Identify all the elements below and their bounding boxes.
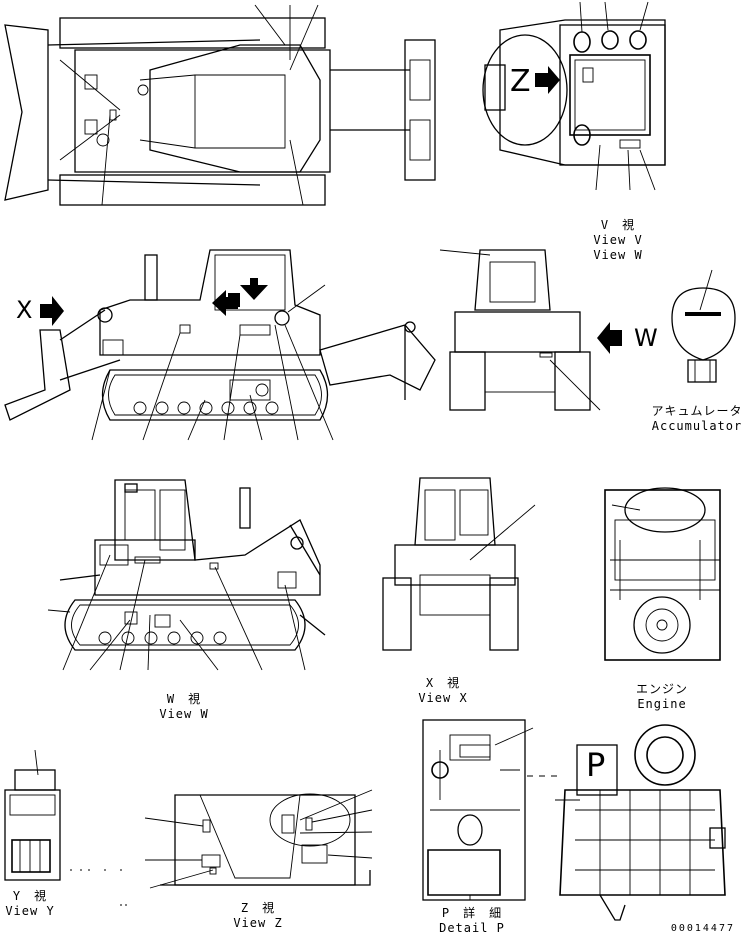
- marker-p: P: [586, 746, 606, 784]
- caption-view-z-en: View Z: [233, 916, 283, 930]
- caption-detail-p-en: Detail P: [439, 921, 505, 935]
- caption-engine: エンジン Engine: [636, 682, 688, 712]
- caption-view-y-en: View Y: [5, 904, 55, 918]
- rear-view-bulldozer: [439, 249, 622, 411]
- marker-x: X: [16, 296, 33, 324]
- caption-view-y: Y 視 View Y: [5, 889, 54, 919]
- caption-view-w: W 視 View W: [159, 692, 208, 722]
- view-z-floor: [120, 789, 373, 906]
- caption-view-x-jp: X 視: [425, 676, 461, 690]
- caption-view-z-jp: Z 視: [240, 901, 276, 915]
- caption-accumulator-jp: アキュムレータ: [651, 404, 743, 418]
- caption-accumulator: アキュムレータ Accumulator: [651, 404, 742, 434]
- caption-view-v: V 視 View V View W: [593, 218, 642, 263]
- side-view-bulldozer: [4, 249, 436, 441]
- view-v-cab-top: [482, 1, 666, 191]
- caption-engine-en: Engine: [637, 697, 687, 711]
- view-w-bulldozer: [47, 479, 326, 671]
- caption-accumulator-en: Accumulator: [651, 419, 743, 433]
- caption-view-w-en: View W: [159, 707, 209, 721]
- caption-engine-jp: エンジン: [635, 682, 689, 696]
- caption-view-x: X 視 View X: [418, 676, 467, 706]
- marker-w: W: [634, 324, 658, 352]
- caption-view-v-en: View V: [593, 233, 643, 247]
- view-x-bulldozer: [382, 477, 536, 651]
- caption-view-x-en: View X: [418, 691, 468, 705]
- engine-side-drawing: [555, 724, 726, 921]
- caption-view-w-top-en: View W: [593, 248, 643, 262]
- caption-view-y-jp: Y 視: [12, 889, 48, 903]
- track-rollers-w: [98, 631, 227, 645]
- detail-p-drawing: [422, 719, 560, 901]
- caption-detail-p: P 詳 細 Detail P: [439, 906, 505, 936]
- accumulator-drawing: [671, 269, 736, 383]
- document-number: 00014477: [670, 923, 735, 934]
- view-y-panel: [4, 749, 130, 881]
- marker-z: Z: [510, 64, 531, 99]
- engine-front-drawing: [604, 487, 721, 661]
- caption-view-v-jp: V 視: [600, 218, 636, 232]
- caption-view-z: Z 視 View Z: [233, 901, 282, 931]
- caption-detail-p-jp: P 詳 細: [441, 906, 503, 920]
- top-view-bulldozer: [4, 4, 436, 206]
- caption-view-w-jp: W 視: [166, 692, 202, 706]
